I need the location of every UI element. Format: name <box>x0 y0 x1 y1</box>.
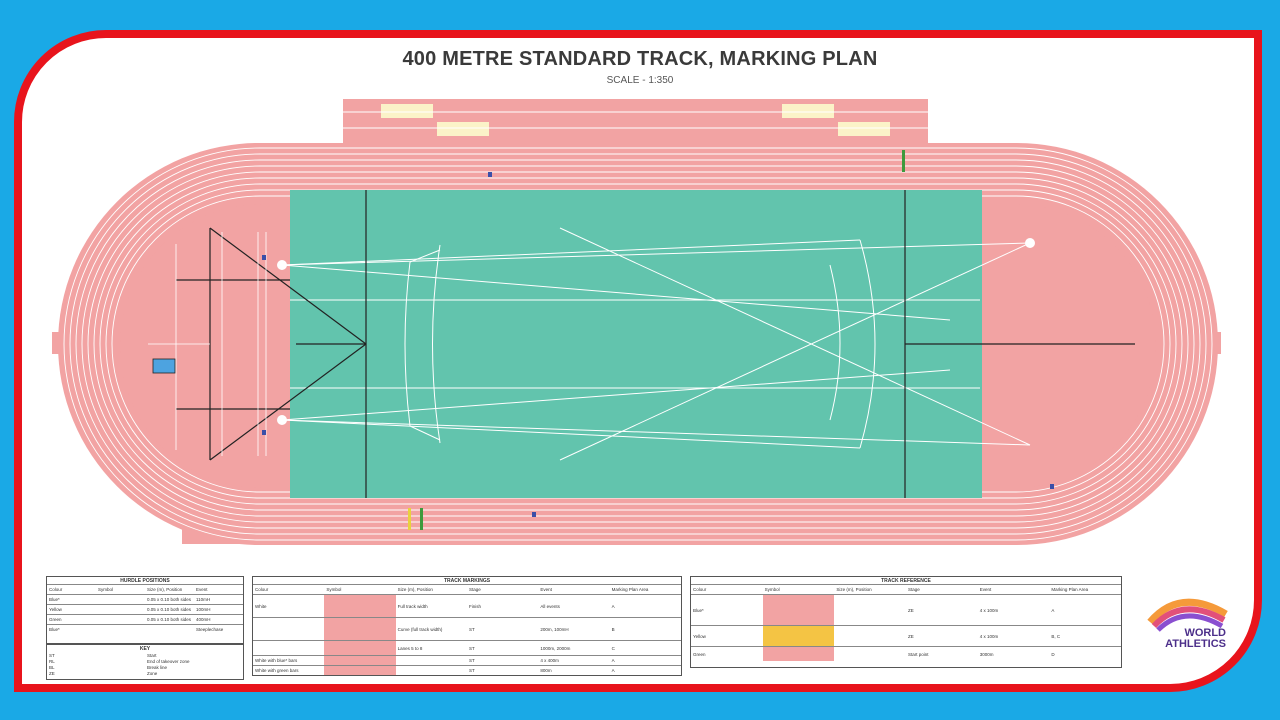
tr-header-event: Event <box>979 587 992 592</box>
track-reference-table: TRACK REFERENCE Colour Symbol Size (m), Po… <box>690 576 1122 668</box>
top-stand-label-right1 <box>782 104 834 118</box>
page-title: 400 METRE STANDARD TRACK, MARKING PLAN <box>402 48 878 70</box>
water-jump <box>152 358 176 374</box>
logo-line-2: ATHLETICS <box>1165 638 1226 650</box>
table-row: Blue*Steeplechase <box>47 624 243 634</box>
track-markings-table: TRACK MARKINGS Colour Symbol Size (m), Pos… <box>252 576 682 676</box>
hurdle-header-symbol: Symbol <box>98 587 114 592</box>
track-markings-caption: TRACK MARKINGS <box>443 578 491 584</box>
hurdle-header-colour: Colour <box>49 587 63 592</box>
left-infield-lines <box>148 232 267 456</box>
shot-circle-right <box>1025 238 1035 248</box>
logo-wordmark: WORLD ATHLETICS <box>1150 628 1226 650</box>
track-reference-caption: TRACK REFERENCE <box>881 578 931 584</box>
tm-header-size: Size (m), Position <box>397 587 433 592</box>
world-athletics-logo-icon <box>1147 598 1228 632</box>
top-stand-label-right2 <box>838 122 890 136</box>
scale-label: SCALE - 1:350 <box>606 75 674 86</box>
infield-grass <box>290 190 982 498</box>
track-markers <box>262 150 1054 530</box>
top-stand-label-left <box>381 104 433 118</box>
top-stand-label-mid <box>437 122 489 136</box>
tr-header-stage: Stage <box>908 587 920 592</box>
key-table-caption: KEY <box>139 646 151 652</box>
tm-header-stage: Stage <box>468 587 481 592</box>
tm-header-symbol: Symbol <box>326 587 342 592</box>
tr-header-colour: Colour <box>693 587 707 592</box>
hurdle-header-event: Event <box>196 587 208 592</box>
tm-header-colour: Colour <box>255 587 269 592</box>
tr-header-size: Size (m), Position <box>836 587 872 592</box>
hurdle-table-caption: HURDLE POSITIONS <box>120 578 170 584</box>
shot-circle-left-top <box>277 260 287 270</box>
track-left-extension <box>52 332 70 354</box>
tm-header-area: Marking Plan Area <box>611 587 649 592</box>
tm-header-event: Event <box>540 587 552 592</box>
hurdle-header-size: Size (m), Position <box>147 587 183 592</box>
tr-header-area: Marking Plan Area <box>1051 587 1089 592</box>
logo-line-1: WORLD <box>1184 627 1226 639</box>
tr-header-symbol: Symbol <box>764 587 780 592</box>
hurdle-positions-table: HURDLE POSITIONS Colour Symbol Size (m), P… <box>46 576 244 644</box>
shot-circle-left-bottom <box>277 415 287 425</box>
